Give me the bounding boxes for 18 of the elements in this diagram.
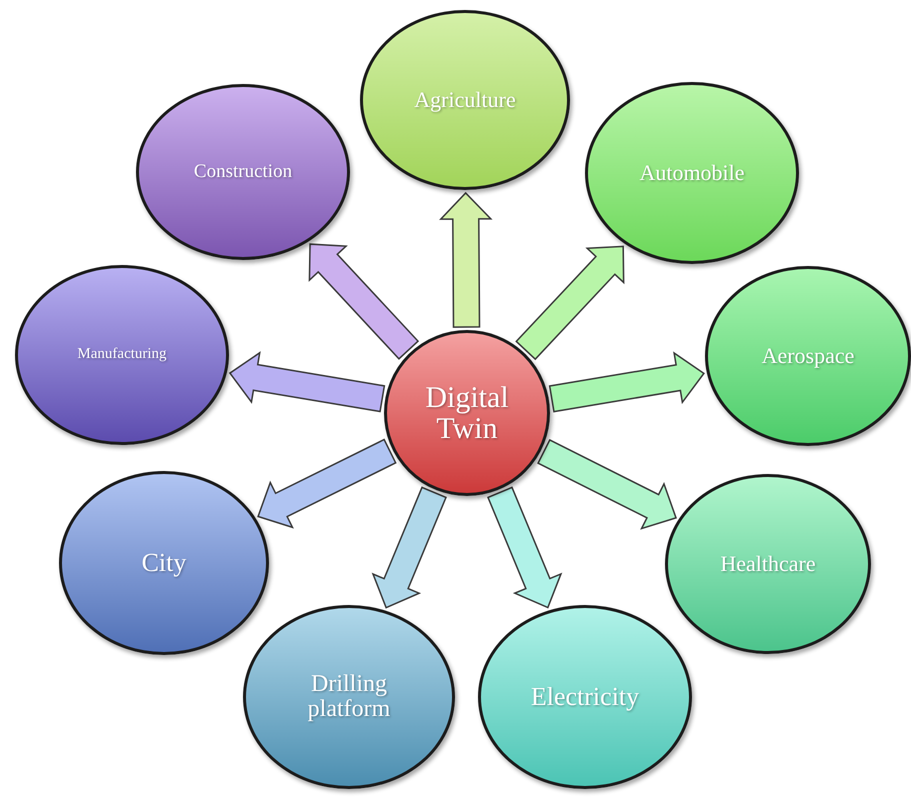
category-label: Automobile: [639, 161, 745, 185]
category-label: Construction: [194, 162, 292, 182]
block-arrow: [372, 486, 447, 609]
block-arrow: [308, 243, 420, 360]
block-arrow: [439, 192, 493, 328]
category-label: Drilling platform: [306, 672, 392, 722]
category-label: Healthcare: [720, 552, 816, 576]
category-label: Aerospace: [762, 344, 854, 368]
block-arrow: [515, 246, 624, 360]
category-label: Agriculture: [414, 88, 516, 112]
category-label: Electricity: [530, 683, 640, 711]
central-label: Digital Twin: [424, 382, 510, 444]
category-label: City: [142, 549, 186, 577]
block-arrow: [257, 438, 397, 529]
block-arrow: [537, 438, 677, 530]
block-arrow: [548, 351, 705, 412]
block-arrow: [487, 486, 562, 609]
category-label: Manufacturing: [77, 347, 167, 363]
